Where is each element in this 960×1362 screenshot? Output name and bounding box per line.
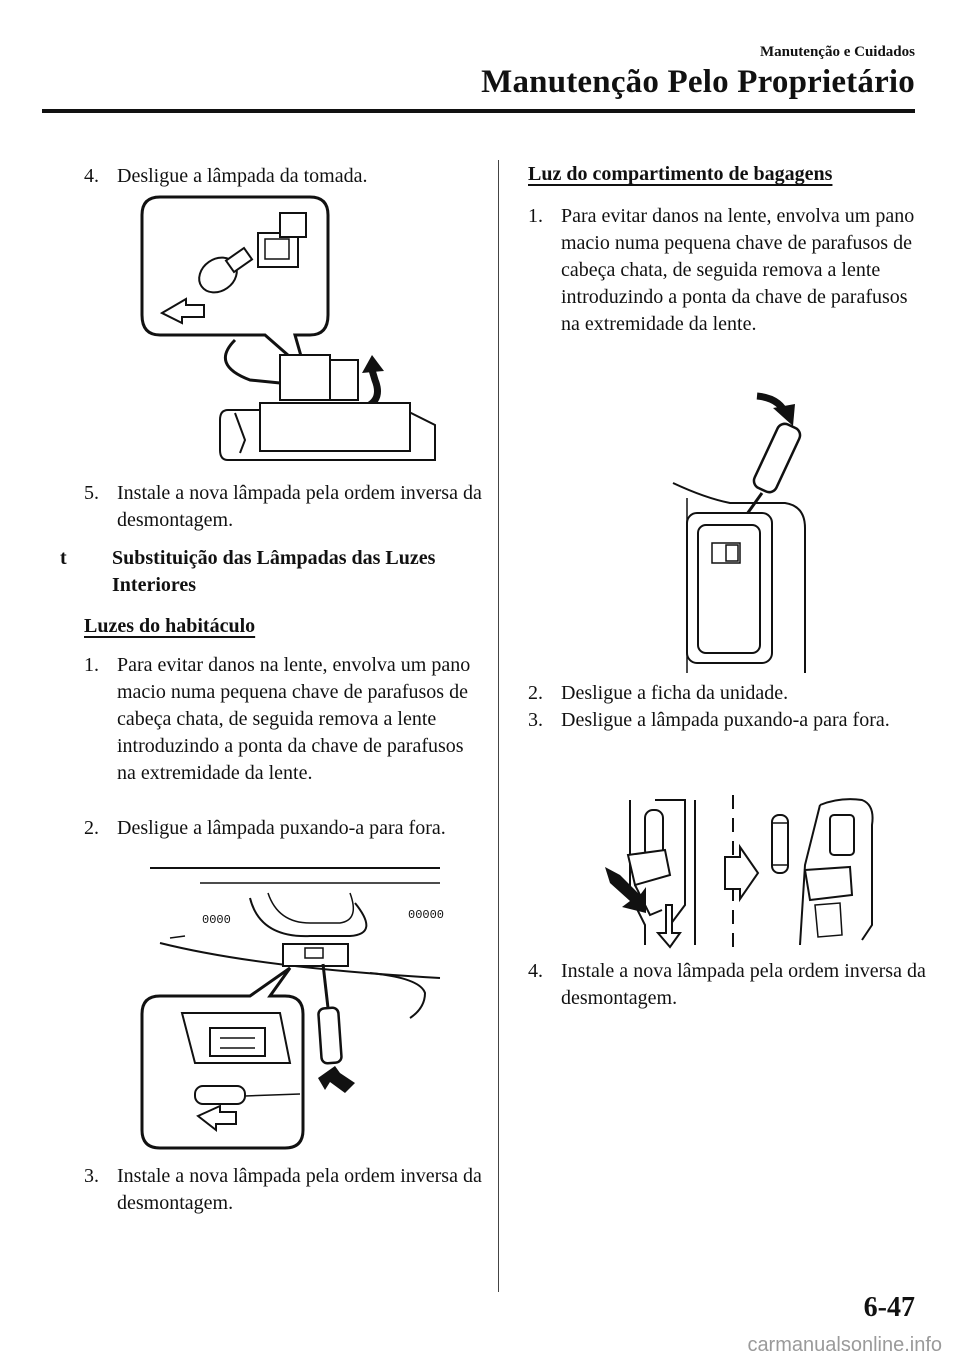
cabin-light-illustration: 0000 00000: [140, 867, 444, 1150]
step-number: 2.: [528, 682, 543, 704]
step-number: 3.: [84, 1165, 99, 1187]
step-text: Instale a nova lâmpada pela ordem invers…: [117, 1165, 482, 1214]
step-number: 5.: [84, 482, 99, 504]
step-text: Para evitar danos na lente, envolva um p…: [117, 654, 471, 784]
section-marker: t: [60, 547, 67, 569]
step-text: Desligue a lâmpada da tomada.: [117, 165, 368, 187]
section-heading: Substituição das Lâmpadas das Luzes Inte…: [112, 547, 436, 596]
step-number: 3.: [528, 709, 543, 731]
bulb-socket-illustration: [140, 195, 436, 461]
left-step-3: 3. Instale a nova lâmpada pela ordem inv…: [84, 1163, 484, 1217]
step-text: Desligue a lâmpada puxando-a para fora.: [561, 709, 890, 731]
step-number: 1.: [84, 654, 99, 676]
left-step-2: 2. Desligue a lâmpada puxando-a para for…: [84, 815, 484, 842]
right-step-3: 3. Desligue a lâmpada puxando-a para for…: [528, 707, 928, 734]
subheading-cabin-lights: Luzes do habitáculo: [84, 615, 256, 637]
bulb-removal-illustration: [605, 795, 874, 950]
step-number: 4.: [528, 960, 543, 982]
luggage-light-illustration: [672, 392, 806, 673]
left-step-5: 5. Instale a nova lâmpada pela ordem inv…: [84, 480, 484, 534]
step-text: Para evitar danos na lente, envolva um p…: [561, 205, 915, 335]
header-rule: [42, 109, 915, 113]
page-title: Manutenção Pelo Proprietário: [481, 64, 915, 100]
subheading-luggage-light: Luz do compartimento de bagagens: [528, 163, 833, 185]
left-step-1: 1. Para evitar danos na lente, envolva u…: [84, 652, 484, 787]
code-label: 0000: [202, 913, 231, 927]
watermark: carmanualsonline.info: [747, 1334, 942, 1356]
step-text: Instale a nova lâmpada pela ordem invers…: [561, 960, 926, 1009]
step-text: Instale a nova lâmpada pela ordem invers…: [117, 482, 482, 531]
right-step-4: 4. Instale a nova lâmpada pela ordem inv…: [528, 958, 928, 1012]
chapter-label: Manutenção e Cuidados: [759, 44, 915, 60]
step-number: 1.: [528, 205, 543, 227]
page-number: 6-47: [863, 1292, 915, 1323]
step-text: Desligue a ficha da unidade.: [561, 682, 789, 704]
step-text: Desligue a lâmpada puxando-a para fora.: [117, 817, 446, 839]
right-step-2: 2. Desligue a ficha da unidade.: [528, 680, 928, 707]
left-step-4: 4. Desligue a lâmpada da tomada.: [84, 163, 484, 190]
column-divider: [498, 160, 499, 1292]
right-step-1: 1. Para evitar danos na lente, envolva u…: [528, 203, 928, 338]
code-label: 00000: [408, 908, 444, 922]
step-number: 4.: [84, 165, 99, 187]
step-number: 2.: [84, 817, 99, 839]
